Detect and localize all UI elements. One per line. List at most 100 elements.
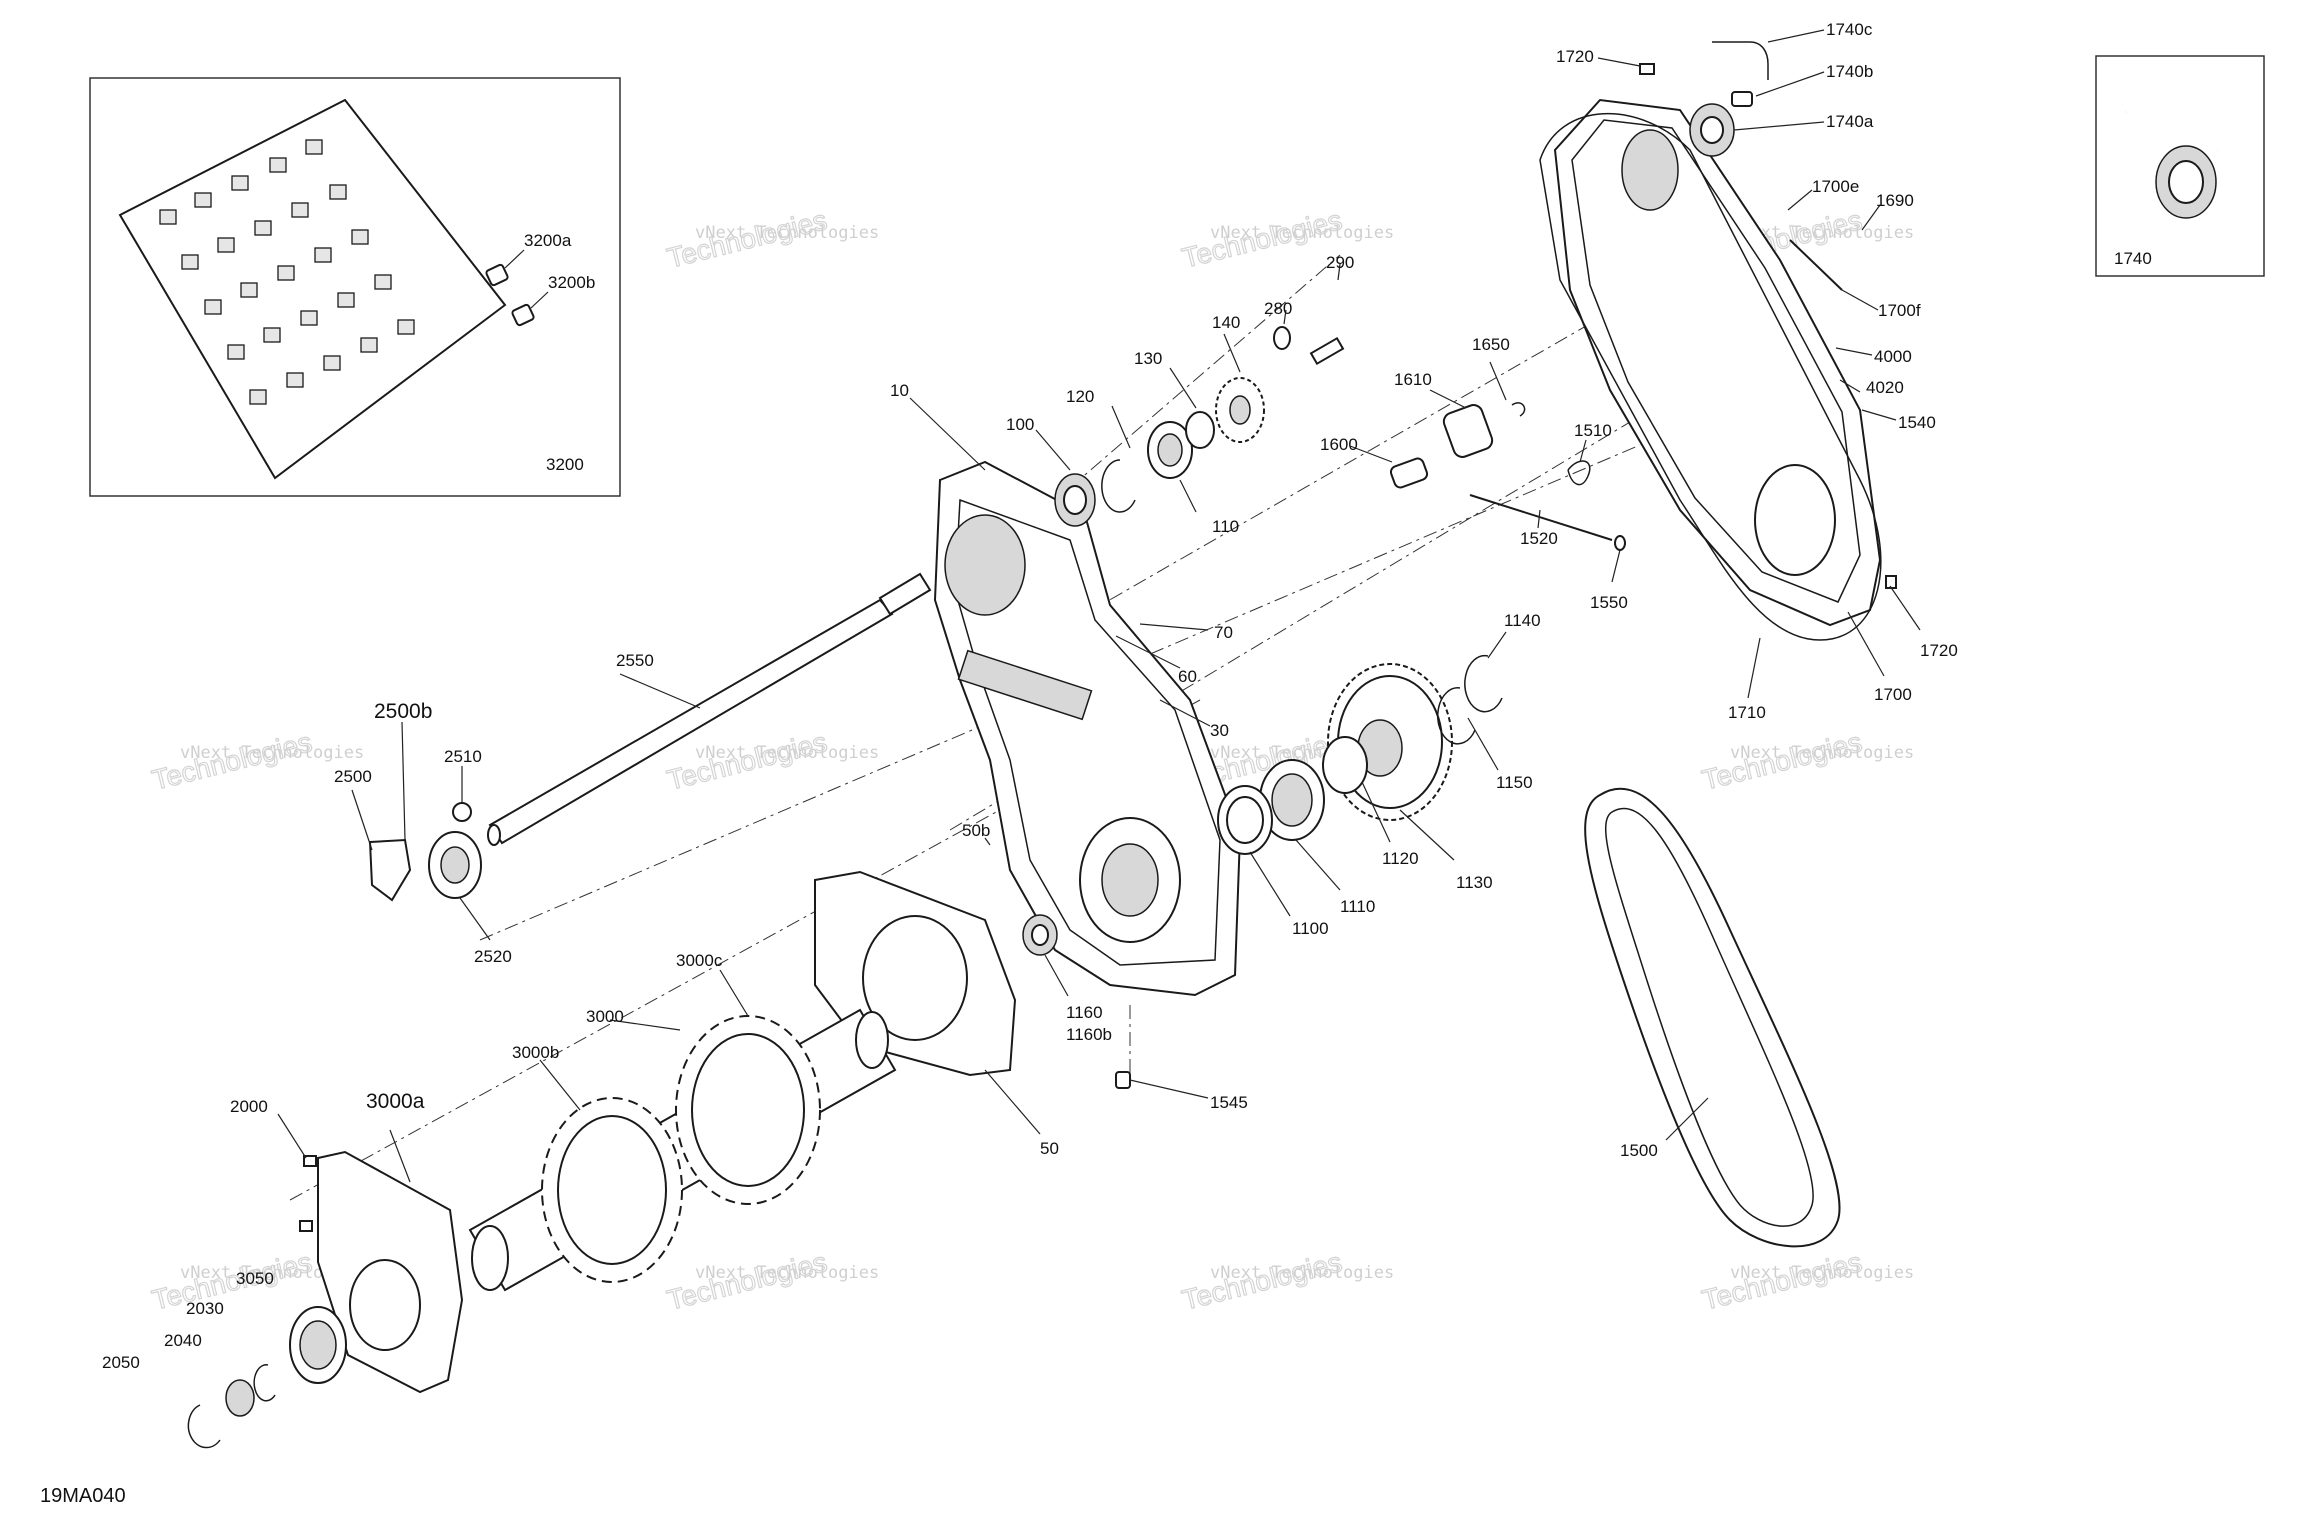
- label-110: 110: [1212, 517, 1239, 536]
- label-4000: 4000: [1874, 347, 1912, 366]
- watermark-text: Technologies: [1699, 726, 1865, 796]
- label-1140: 1140: [1504, 611, 1541, 630]
- label-1740a: 1740a: [1826, 112, 1874, 131]
- track-section: [118, 98, 507, 480]
- watermark-text: vNext Technologies: [180, 1263, 364, 1283]
- label-1550: 1550: [1590, 593, 1628, 612]
- label-1600: 1600: [1320, 435, 1358, 454]
- watermark-text: Technologies: [1699, 1246, 1865, 1316]
- washer-280: [1273, 326, 1291, 350]
- label-30: 30: [1210, 721, 1229, 740]
- rod-1520: [1469, 494, 1613, 541]
- label-2500b: 2500b: [374, 700, 432, 723]
- ring-1140: [1464, 654, 1503, 713]
- hose-1740c: [1712, 41, 1769, 80]
- label-1545: 1545: [1210, 1093, 1248, 1112]
- label-3200a: 3200a: [524, 231, 572, 250]
- bearing-130: [1185, 411, 1215, 449]
- pin-1510: [1567, 460, 1591, 486]
- drive-chain: [1584, 787, 1841, 1248]
- cover-fittings: [1639, 41, 1897, 589]
- label-2500: 2500: [334, 767, 372, 786]
- watermark-text: vNext Technologies: [1210, 223, 1394, 243]
- label-1720: 1720: [1920, 641, 1958, 660]
- label-1610: 1610: [1394, 370, 1432, 389]
- clip-3200b: [511, 303, 535, 327]
- chain-tensioner: [1389, 402, 1626, 551]
- case-bearing-bore: [944, 514, 1026, 616]
- watermark-text: Technologies: [664, 726, 830, 796]
- label-1510: 1510: [1574, 421, 1612, 440]
- oring-1550: [1614, 535, 1626, 551]
- watermark-text: vNext Technologies: [180, 743, 364, 763]
- ring-1150: [1437, 687, 1476, 745]
- chaincase-cover: [1539, 98, 1882, 641]
- watermark-text: Technologies: [1179, 204, 1345, 274]
- chain-outer: [1584, 787, 1841, 1248]
- label-1700: 1700: [1874, 685, 1912, 704]
- hub-1120: [1322, 736, 1368, 794]
- label-1130: 1130: [1456, 873, 1493, 892]
- label-290: 290: [1326, 253, 1354, 272]
- diagram-code: 19MA040: [40, 1485, 126, 1507]
- cover-bore: [1621, 129, 1679, 211]
- label-3200b: 3200b: [548, 273, 595, 292]
- watermark-text: vNext Technologies: [1730, 743, 1914, 763]
- inset-frame: [89, 77, 621, 497]
- label-2510: 2510: [444, 747, 482, 766]
- label-1740b: 1740b: [1826, 62, 1873, 81]
- label-1740c: 1740c: [1826, 20, 1873, 39]
- cover-gasket-1710: [1539, 112, 1882, 641]
- axle-bearing-housing: [187, 1150, 464, 1449]
- nut-2040: [225, 1379, 255, 1417]
- bolt-2000: [303, 1155, 317, 1167]
- ring-2050: [187, 1404, 221, 1449]
- watermark-text: vNext Technologies: [695, 1263, 879, 1283]
- gear-case: [933, 460, 1242, 997]
- fitting-1740b: [1731, 91, 1753, 107]
- tube-1700f: [1789, 239, 1843, 291]
- watermark-text: vNext Technologies: [1730, 1263, 1914, 1283]
- label-1520: 1520: [1520, 529, 1558, 548]
- label-1150: 1150: [1496, 773, 1533, 792]
- label-2040: 2040: [164, 1331, 202, 1350]
- axle-spline-end: [471, 1225, 509, 1291]
- watermark-text: Technologies: [664, 204, 830, 274]
- sprocket-gear-stack: [1217, 654, 1503, 855]
- label-2000: 2000: [230, 1097, 268, 1116]
- inset-track-clips: 3200a 3200b 3200: [89, 77, 621, 497]
- label-1650: 1650: [1472, 335, 1510, 354]
- tensioner-body-1610: [1442, 404, 1494, 458]
- watermark-text: Technologies: [149, 726, 315, 796]
- label-120: 120: [1066, 387, 1094, 406]
- label-1110: 1110: [1340, 897, 1375, 916]
- nut-2510: [452, 802, 472, 822]
- inset-label-3200: 3200: [546, 455, 584, 474]
- inset-frame: [2095, 55, 2265, 277]
- label-2550: 2550: [616, 651, 654, 670]
- clip-1650: [1511, 402, 1526, 417]
- label-3000b: 3000b: [512, 1043, 559, 1062]
- drive-axle: [468, 1008, 897, 1292]
- label-3050: 3050: [236, 1269, 274, 1288]
- bolt-290: [1309, 336, 1345, 366]
- watermark-text: Technologies: [1179, 1246, 1345, 1316]
- label-1540: 1540: [1898, 413, 1936, 432]
- label-1120: 1120: [1382, 849, 1419, 868]
- inset-label-1740: 1740: [2114, 249, 2152, 268]
- label-130: 130: [1134, 349, 1162, 368]
- retainer-2500: [368, 838, 412, 902]
- label-50: 50: [1040, 1139, 1059, 1158]
- label-2030: 2030: [186, 1299, 224, 1318]
- clip-3200a: [485, 263, 509, 287]
- drive-shaft: [487, 572, 932, 846]
- label-100: 100: [1006, 415, 1034, 434]
- label-3000a: 3000a: [366, 1090, 425, 1113]
- label-280: 280: [1264, 299, 1292, 318]
- label-10: 10: [890, 381, 909, 400]
- label-1700f: 1700f: [1878, 301, 1921, 320]
- label-70: 70: [1214, 623, 1233, 642]
- shaft-body: [488, 598, 894, 845]
- tensioner-pin-1600: [1389, 457, 1429, 489]
